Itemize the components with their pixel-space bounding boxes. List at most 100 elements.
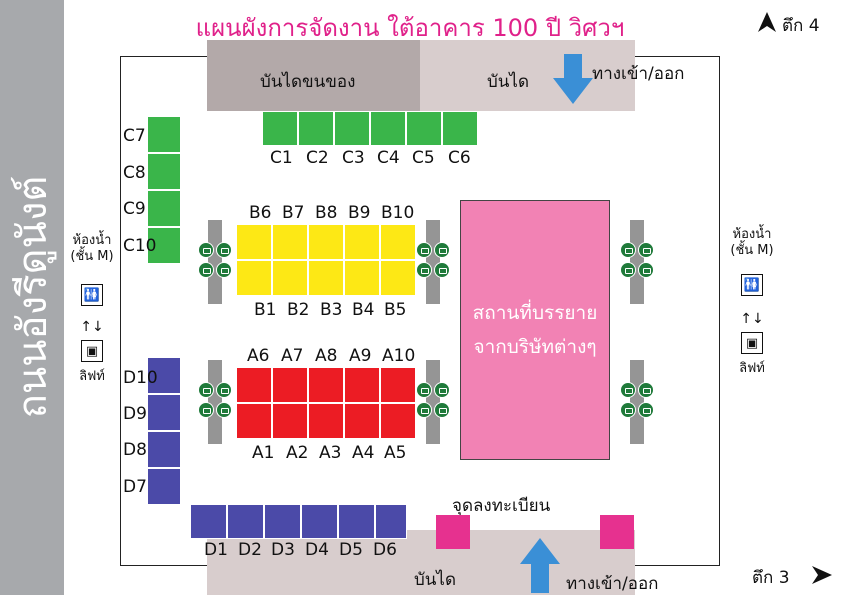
booth-d10[interactable] xyxy=(147,357,181,394)
freight-stairs-area xyxy=(207,40,420,111)
booth-c7[interactable] xyxy=(147,116,181,153)
stage-label-line2: จากบริษัทต่างๆ xyxy=(473,336,597,358)
booth-label-d1: D1 xyxy=(204,540,228,560)
pillar xyxy=(208,360,222,444)
pillar xyxy=(630,360,644,444)
booth-label-d4: D4 xyxy=(305,540,329,560)
booth-b8[interactable] xyxy=(308,224,344,260)
power-plug-icon xyxy=(434,242,450,258)
booth-a8[interactable] xyxy=(308,367,344,403)
booth-d7[interactable] xyxy=(147,468,181,505)
pillar xyxy=(630,220,644,304)
power-plug-icon xyxy=(198,242,214,258)
booth-d2[interactable] xyxy=(227,504,264,539)
booth-label-b4: B4 xyxy=(352,300,375,320)
booth-b6[interactable] xyxy=(236,224,272,260)
power-plug-icon xyxy=(638,382,654,398)
booth-label-c9: C9 xyxy=(123,199,146,219)
booth-c8[interactable] xyxy=(147,153,181,190)
booth-d4[interactable] xyxy=(301,504,338,539)
power-plug-icon xyxy=(620,242,636,258)
pillar xyxy=(426,360,440,444)
power-plug-icon xyxy=(198,262,214,278)
booth-a2[interactable] xyxy=(272,403,308,439)
power-plug-icon xyxy=(620,262,636,278)
booth-b2[interactable] xyxy=(272,260,308,296)
booth-d5[interactable] xyxy=(338,504,375,539)
booth-d6[interactable] xyxy=(375,504,407,539)
lift-arrows-icon: ↑↓ xyxy=(740,311,764,327)
power-plug-icon xyxy=(638,262,654,278)
booth-a10[interactable] xyxy=(380,367,416,403)
booth-label-a5: A5 xyxy=(384,443,407,463)
map-title: แผนผังการจัดงาน ใต้อาคาร 100 ปี วิศวฯ xyxy=(195,14,625,42)
booth-d3[interactable] xyxy=(264,504,301,539)
power-plug-icon xyxy=(434,402,450,418)
booth-a4[interactable] xyxy=(344,403,380,439)
booth-a3[interactable] xyxy=(308,403,344,439)
power-plug-icon xyxy=(216,242,232,258)
booth-label-b5: B5 xyxy=(384,300,407,320)
booth-a1[interactable] xyxy=(236,403,272,439)
top-stairs-label: บันได xyxy=(487,72,530,92)
bottom-stairs-label: บันได xyxy=(414,570,457,590)
booth-label-a10: A10 xyxy=(382,346,416,366)
booth-b5[interactable] xyxy=(380,260,416,296)
booth-label-a1: A1 xyxy=(252,443,275,463)
power-plug-icon xyxy=(216,262,232,278)
booth-c2[interactable] xyxy=(298,111,334,146)
booth-label-a2: A2 xyxy=(286,443,309,463)
booth-label-c10: C10 xyxy=(123,236,157,256)
booth-d8[interactable] xyxy=(147,431,181,468)
power-plug-icon xyxy=(620,402,636,418)
booth-b10[interactable] xyxy=(380,224,416,260)
booth-b9[interactable] xyxy=(344,224,380,260)
booth-c9[interactable] xyxy=(147,190,181,227)
power-plug-icon xyxy=(638,402,654,418)
booth-label-c5: C5 xyxy=(412,148,435,168)
booth-label-b7: B7 xyxy=(282,203,305,223)
booth-a7[interactable] xyxy=(272,367,308,403)
pillar xyxy=(426,220,440,304)
booth-label-d5: D5 xyxy=(339,540,363,560)
booth-label-d6: D6 xyxy=(373,540,397,560)
booth-c4[interactable] xyxy=(370,111,406,146)
registration-point-right xyxy=(600,515,634,549)
right-lift-label: ลิฟท์ xyxy=(739,361,765,376)
booth-a6[interactable] xyxy=(236,367,272,403)
booth-c1[interactable] xyxy=(262,111,298,146)
booth-b1[interactable] xyxy=(236,260,272,296)
booth-d9[interactable] xyxy=(147,394,181,431)
booth-b3[interactable] xyxy=(308,260,344,296)
north-building-label: ตึก 4 xyxy=(782,16,820,36)
lift-arrows-icon: ↑↓ xyxy=(80,319,104,335)
booth-label-b3: B3 xyxy=(320,300,343,320)
booth-c10[interactable] xyxy=(147,227,181,264)
left-lift-label: ลิฟท์ xyxy=(79,369,105,384)
stage-label-line1: สถานที่บรรยาย xyxy=(472,302,598,324)
booth-c6[interactable] xyxy=(442,111,478,146)
booth-d1[interactable] xyxy=(190,504,227,539)
booth-b7[interactable] xyxy=(272,224,308,260)
lift-icon: ▣ xyxy=(741,332,763,354)
road-strip xyxy=(0,0,64,595)
booth-label-c3: C3 xyxy=(342,148,365,168)
booth-label-d7: D7 xyxy=(123,477,147,497)
registration-label: จุดลงทะเบียน xyxy=(452,496,551,516)
right-restroom-label-line2: (ชั้น M) xyxy=(730,243,774,258)
pillar xyxy=(208,220,222,304)
booth-c3[interactable] xyxy=(334,111,370,146)
booth-c5[interactable] xyxy=(406,111,442,146)
booth-label-a3: A3 xyxy=(319,443,342,463)
power-plug-icon xyxy=(416,382,432,398)
freight-stairs-label: บันไดขนของ xyxy=(260,72,356,92)
lecture-stage[interactable]: สถานที่บรรยาย จากบริษัทต่างๆ xyxy=(460,200,610,460)
booth-a5[interactable] xyxy=(380,403,416,439)
booth-a9[interactable] xyxy=(344,367,380,403)
booth-b4[interactable] xyxy=(344,260,380,296)
power-plug-icon xyxy=(198,382,214,398)
power-plug-icon xyxy=(198,402,214,418)
booth-label-a4: A4 xyxy=(352,443,375,463)
booth-label-a8: A8 xyxy=(315,346,338,366)
bottom-stairs-area xyxy=(207,530,635,595)
